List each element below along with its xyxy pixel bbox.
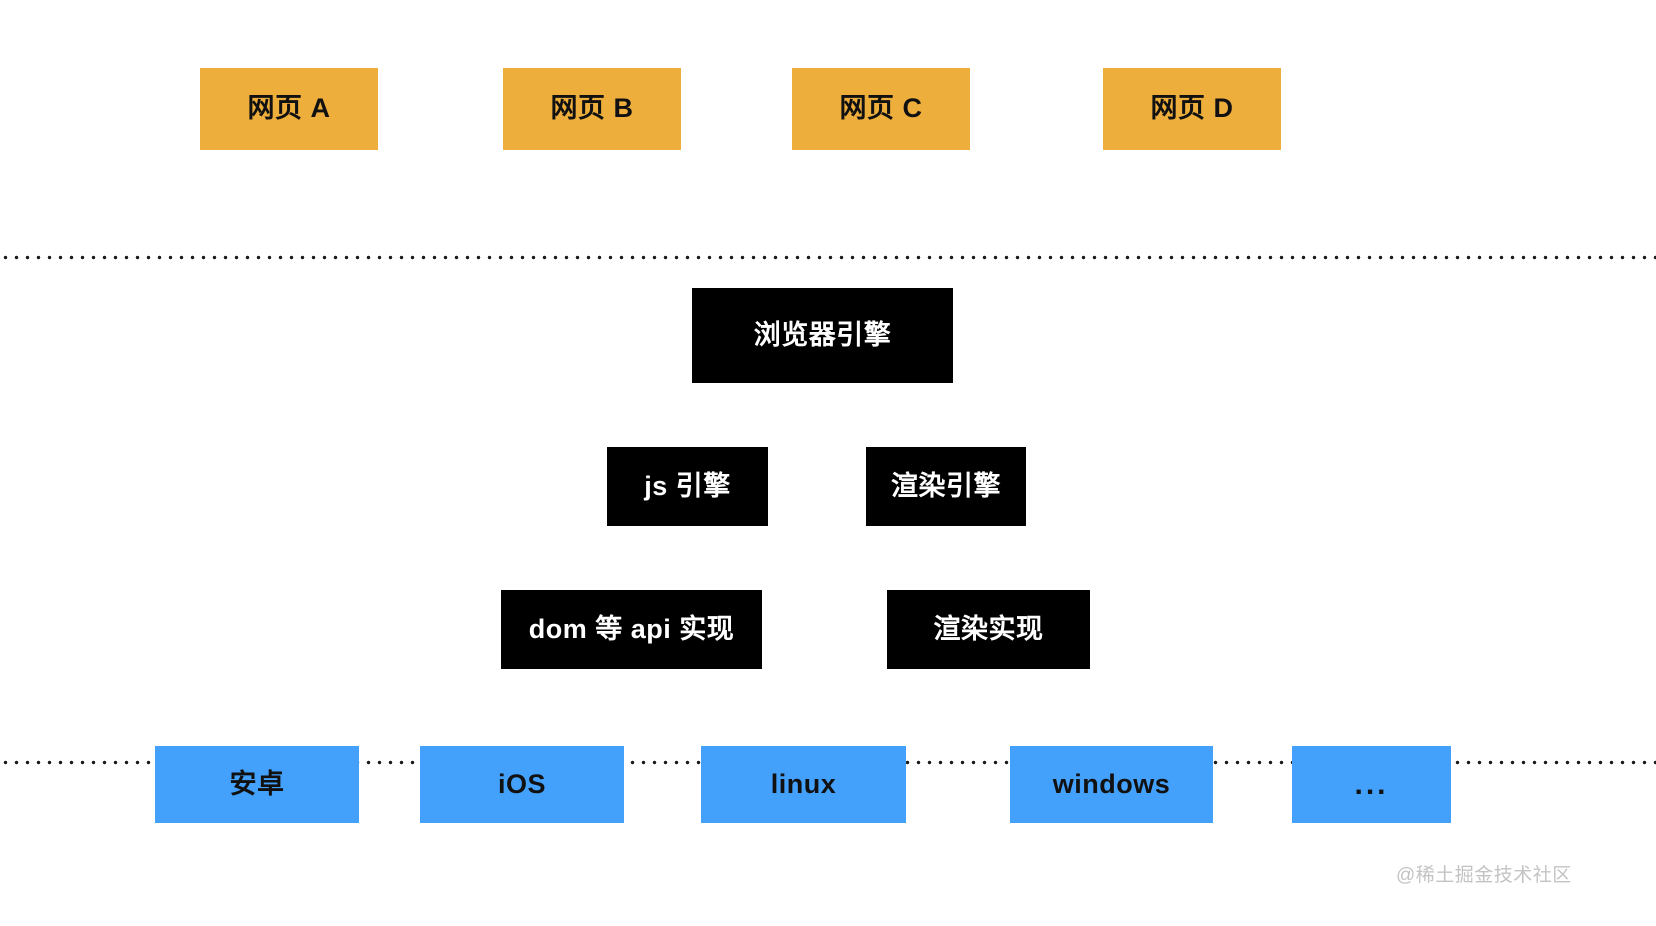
os-box-more: ... [1292, 746, 1451, 823]
web-page-box-a: 网页 A [200, 68, 378, 150]
os-label-more: ... [1354, 768, 1389, 801]
os-box-android: 安卓 [155, 746, 359, 823]
os-label-windows: windows [1052, 768, 1171, 799]
dom-api-impl-box: dom 等 api 实现 [501, 590, 762, 669]
render-engine-label: 渲染引擎 [891, 470, 1001, 501]
dom-api-impl-label: dom 等 api 实现 [528, 613, 735, 644]
web-page-label-b: 网页 B [550, 93, 634, 124]
render-impl-label: 渲染实现 [933, 613, 1044, 644]
divider-pages-engines [0, 255, 1656, 260]
os-box-ios: iOS [420, 746, 624, 823]
js-engine-box: js 引擎 [607, 447, 768, 526]
web-page-box-c: 网页 C [792, 68, 970, 150]
web-page-box-d: 网页 D [1103, 68, 1281, 150]
render-impl-box: 渲染实现 [887, 590, 1090, 669]
os-label-android: 安卓 [229, 768, 285, 799]
os-label-ios: iOS [497, 768, 546, 799]
web-page-label-d: 网页 D [1150, 93, 1234, 124]
web-page-label-a: 网页 A [247, 93, 331, 124]
os-label-linux: linux [770, 768, 837, 799]
render-engine-box: 渲染引擎 [866, 447, 1026, 526]
web-page-label-c: 网页 C [839, 93, 923, 124]
watermark: @稀土掘金技术社区 [1396, 865, 1572, 886]
os-box-windows: windows [1010, 746, 1213, 823]
browser-engine-label: 浏览器引擎 [753, 319, 892, 350]
os-box-linux: linux [701, 746, 906, 823]
browser-engine-box: 浏览器引擎 [692, 288, 953, 383]
web-page-box-b: 网页 B [503, 68, 681, 150]
js-engine-label: js 引擎 [644, 470, 731, 501]
